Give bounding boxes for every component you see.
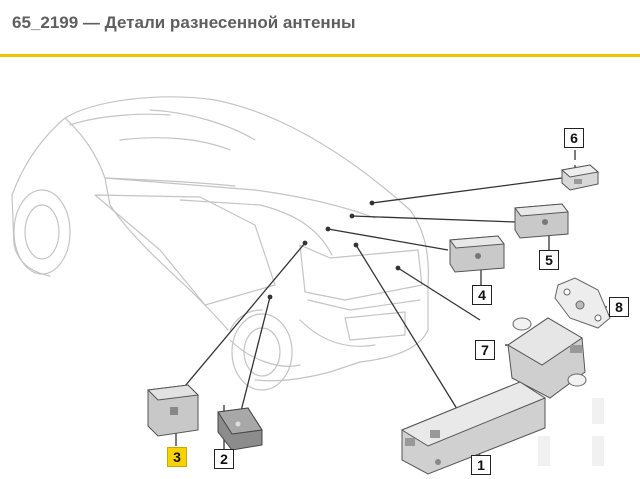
callout-2[interactable]: 2 [214, 449, 234, 469]
callout-1[interactable]: 1 [471, 455, 491, 475]
part-5-antenna-amplifier [514, 203, 569, 239]
faint-shapes [538, 398, 604, 466]
callout-7[interactable]: 7 [475, 340, 495, 360]
part-1-large-module [400, 381, 547, 475]
callout-6[interactable]: 6 [564, 128, 584, 148]
callout-5[interactable]: 5 [539, 250, 559, 270]
part-7-control-module [507, 317, 587, 399]
part-4-antenna-amplifier [449, 235, 505, 273]
part-6-antenna-amplifier [560, 164, 600, 191]
car-outline [11, 96, 430, 391]
leader-dots [267, 200, 401, 300]
page-title: 65_2199 — Детали разнесенной антенны [12, 13, 356, 32]
header: 65_2199 — Детали разнесенной антенны [0, 0, 640, 54]
callout-3[interactable]: 3 [167, 447, 187, 467]
part-8-bracket [554, 277, 611, 329]
accent-divider [0, 54, 640, 57]
diagram-drawing [11, 96, 611, 475]
callout-4[interactable]: 4 [472, 285, 492, 305]
part-3-antenna-module [146, 384, 200, 437]
part-2-antenna-module [217, 407, 263, 451]
callout-8[interactable]: 8 [609, 297, 629, 317]
exploded-parts-diagram: 1 2 3 4 5 6 7 8 [0, 57, 640, 479]
